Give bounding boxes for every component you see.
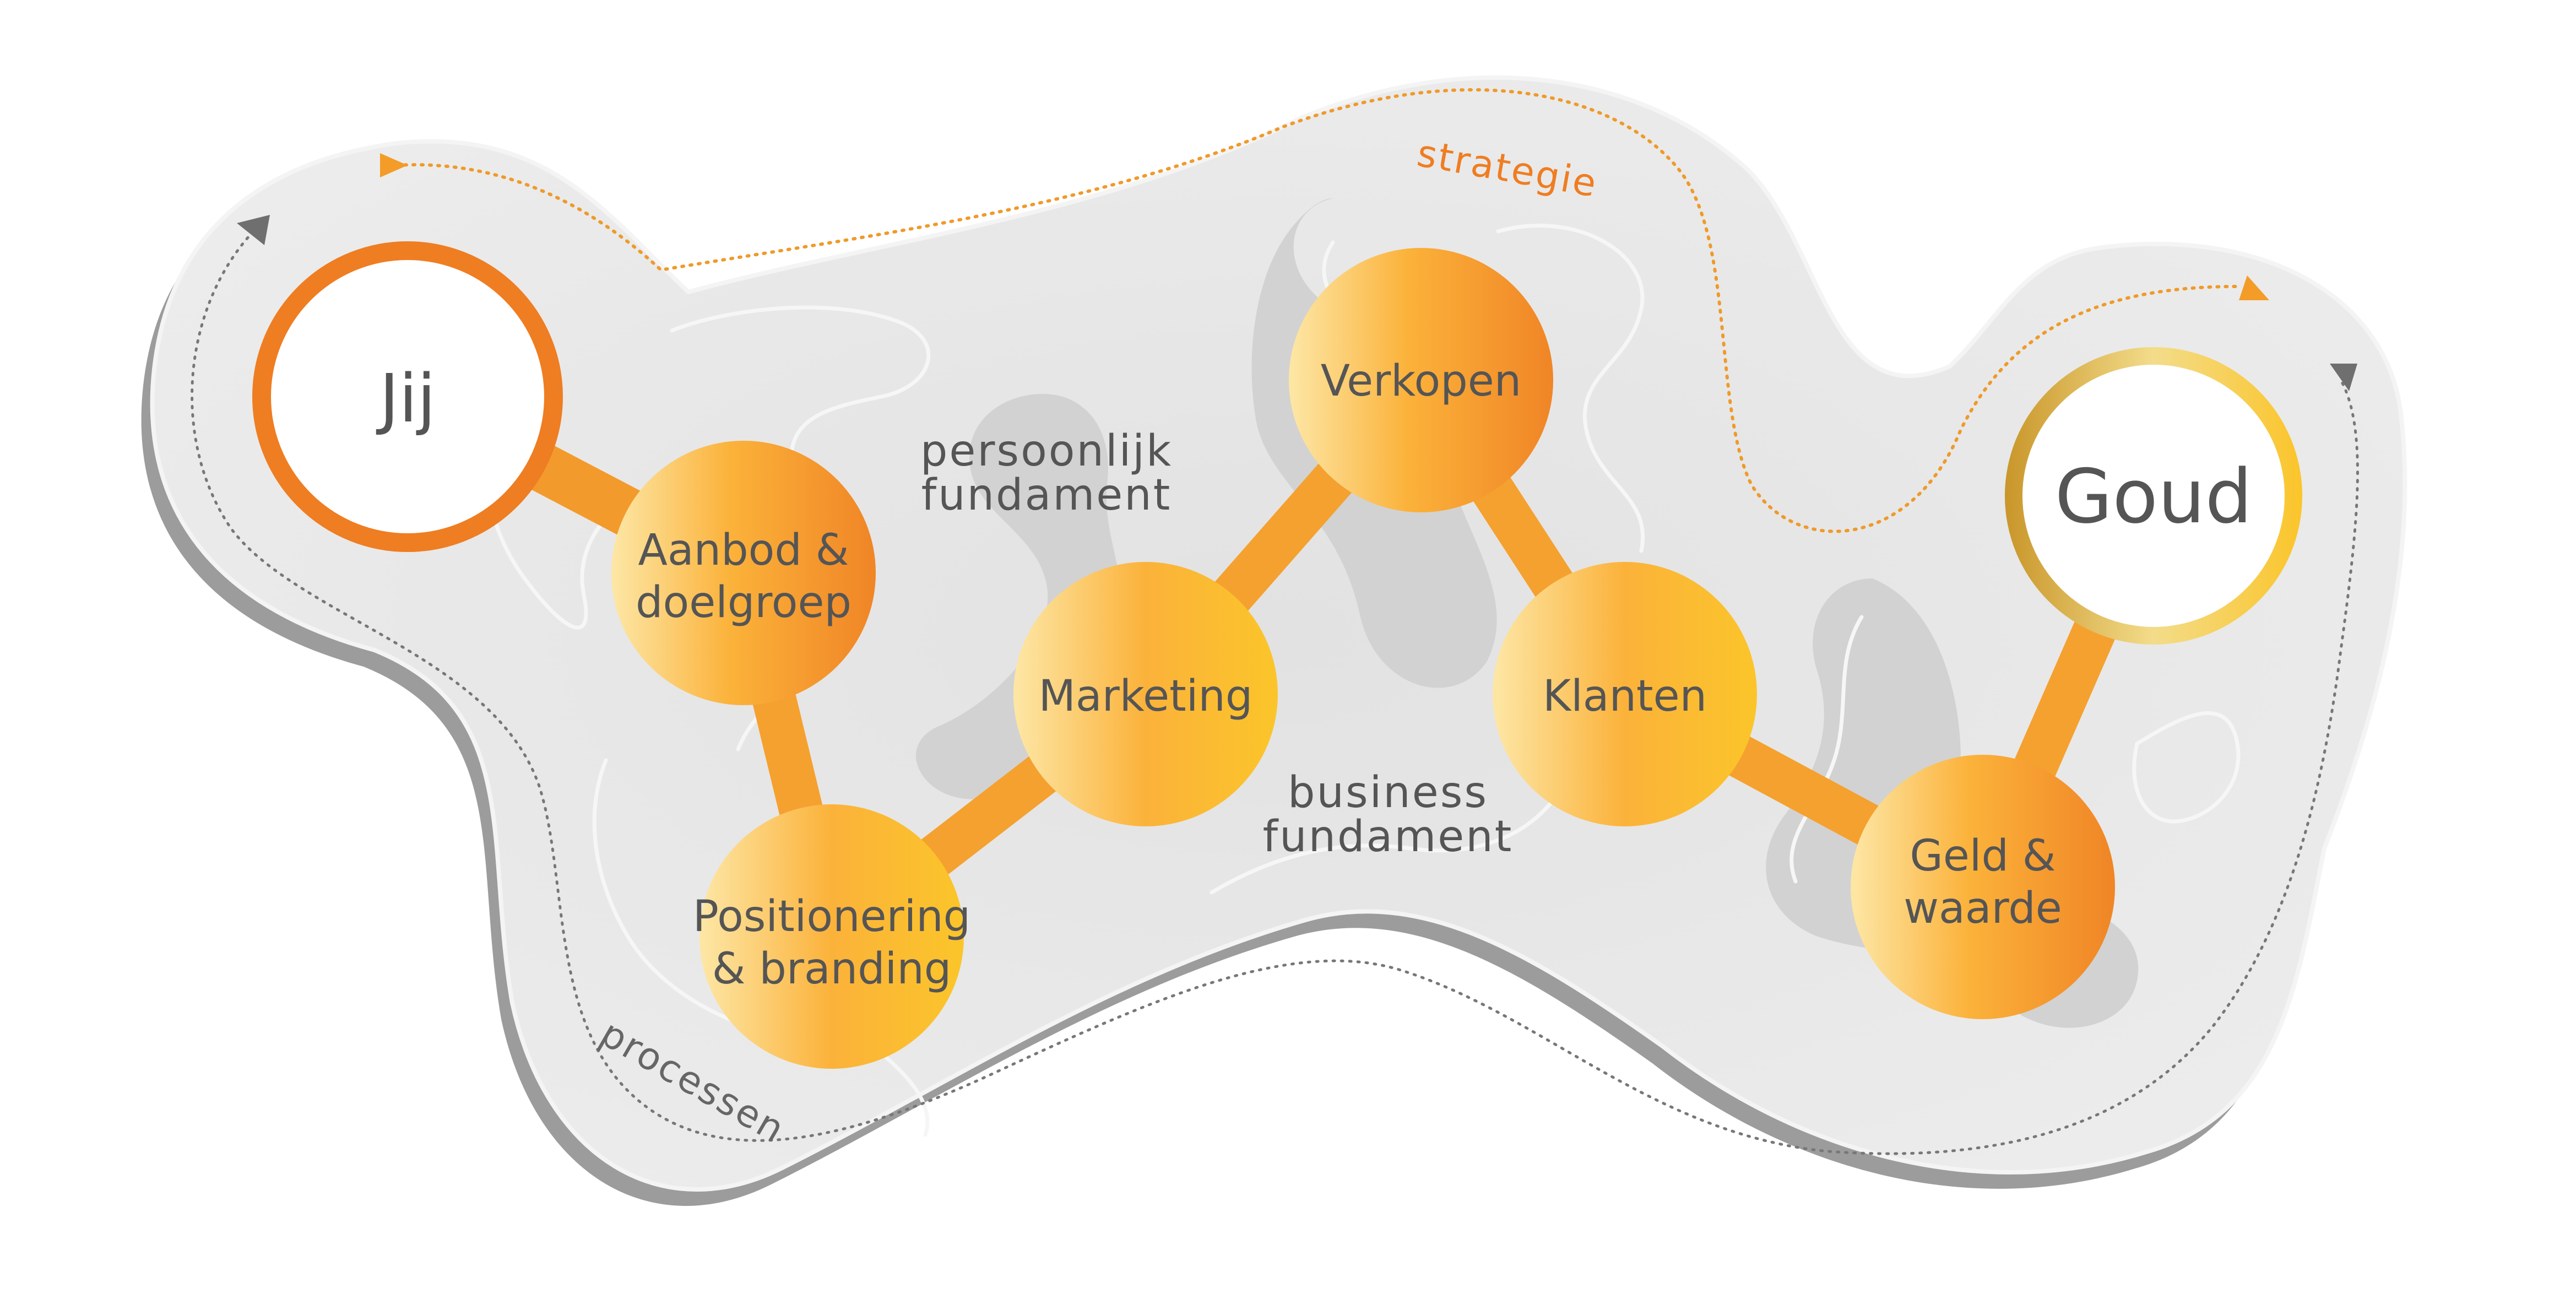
- node-positioning-label-2: & branding: [712, 944, 952, 994]
- node-sales: Verkopen: [1289, 248, 1553, 512]
- process-arrow-end: [2330, 364, 2357, 391]
- node-positioning: Positionering & branding: [693, 804, 970, 1069]
- node-offer: Aanbod & doelgroep: [611, 441, 876, 705]
- node-clients-label: Klanten: [1543, 672, 1707, 721]
- region-label-business-1: business: [1288, 768, 1488, 818]
- node-marketing-label: Marketing: [1039, 672, 1253, 721]
- strategy-path: [395, 88, 2238, 533]
- node-goal-label: Goud: [2055, 453, 2252, 540]
- node-money-label-1: Geld &: [1910, 831, 2056, 881]
- node-marketing: Marketing: [1013, 562, 1278, 826]
- process-path: [191, 230, 2359, 1155]
- node-start: Jij: [252, 241, 563, 552]
- strategy-arrow-start: [380, 153, 408, 177]
- node-clients: Klanten: [1493, 562, 1757, 826]
- node-money-label-2: waarde: [1903, 884, 2062, 933]
- node-money: Geld & waarde: [1851, 755, 2115, 1019]
- node-offer-label-2: doelgroep: [636, 578, 852, 627]
- node-start-label: Jij: [376, 361, 436, 437]
- node-goal: Goud: [2005, 347, 2302, 645]
- process-arrow-start: [237, 215, 270, 245]
- node-sales-label: Verkopen: [1321, 356, 1521, 406]
- strategy-arrow-end: [2239, 275, 2269, 300]
- region-label-personal-1: persoonlijk: [920, 426, 1173, 476]
- region-label-personal-2: fundament: [921, 470, 1172, 520]
- region-label-business-2: fundament: [1263, 812, 1514, 862]
- node-offer-label-1: Aanbod &: [638, 526, 849, 575]
- node-positioning-label-1: Positionering: [693, 892, 970, 942]
